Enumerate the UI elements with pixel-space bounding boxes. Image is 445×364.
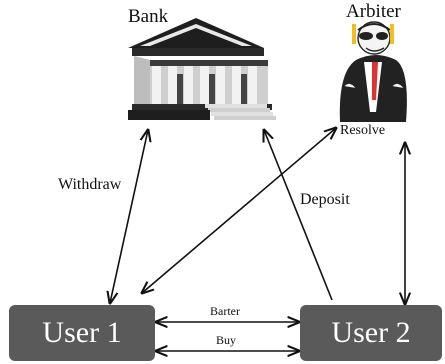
user2-node: User 2 <box>300 305 442 361</box>
deposit-arrow <box>264 130 333 301</box>
barter-label: Barter <box>210 304 240 318</box>
arbiter-label: Arbiter <box>346 1 401 22</box>
user1-label: User 1 <box>42 316 122 349</box>
withdraw-label: Withdraw <box>58 176 122 193</box>
buy-label: Buy <box>216 333 237 347</box>
user1-node: User 1 <box>9 305 155 361</box>
user1-arbiter-arrow <box>142 128 336 293</box>
user2-label: User 2 <box>331 316 411 349</box>
arbiter-judge-icon <box>339 21 407 122</box>
resolve-label: Resolve <box>340 123 386 138</box>
bank-label: Bank <box>128 6 169 27</box>
deposit-label: Deposit <box>300 191 350 208</box>
bank-building-icon <box>128 18 276 120</box>
withdraw-arrow <box>110 130 148 303</box>
